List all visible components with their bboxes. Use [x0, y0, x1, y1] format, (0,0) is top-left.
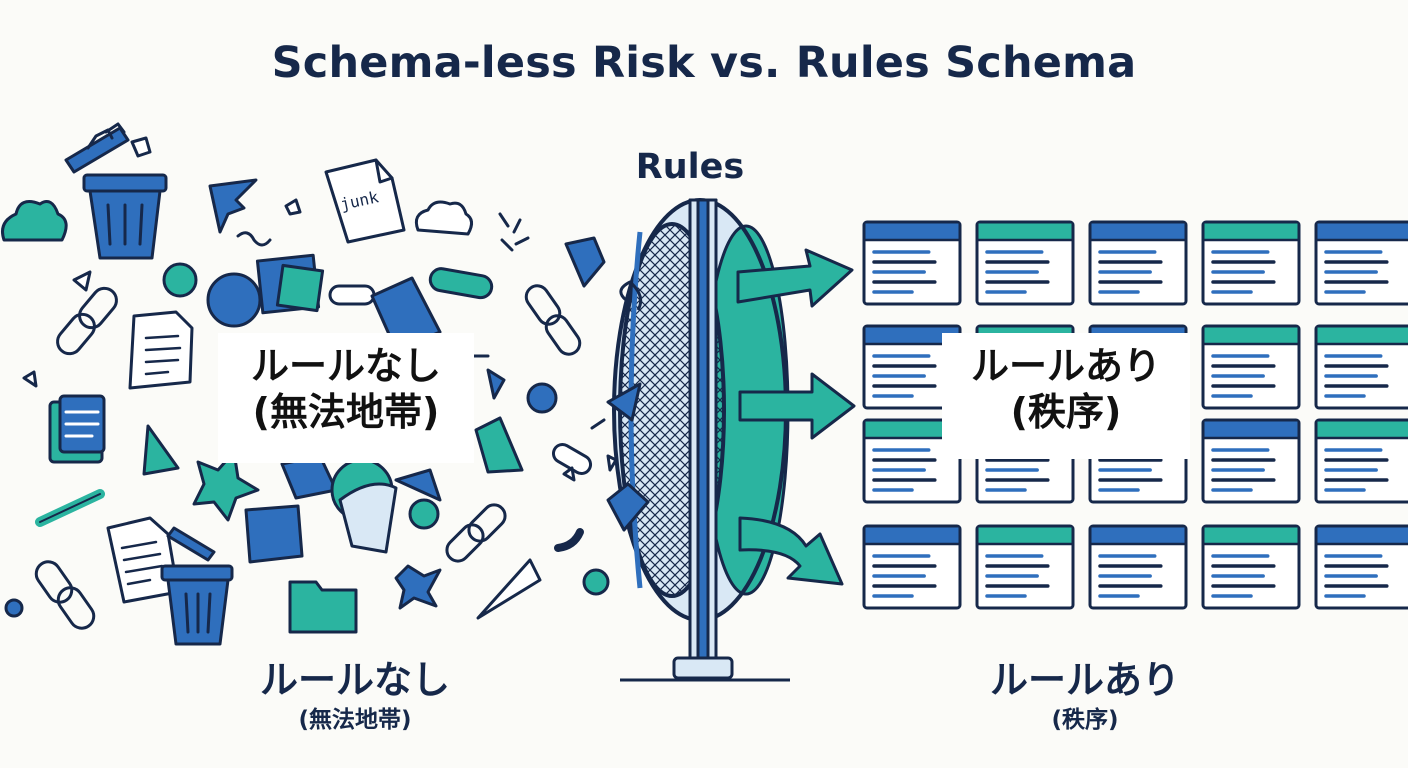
chain-link-icon	[445, 503, 507, 563]
gate-label: Rules	[635, 147, 745, 187]
record-card-icon	[975, 220, 1075, 306]
chain-link-icon	[56, 286, 118, 356]
document-icon: junk	[324, 158, 406, 244]
trash-icon	[64, 122, 168, 260]
left-caption-main: ルールなし	[259, 658, 450, 702]
record-card-icon	[975, 524, 1075, 610]
record-card-icon	[1201, 418, 1301, 504]
arrow-icon	[736, 248, 854, 308]
record-card-icon	[1314, 524, 1408, 610]
right-overlay-label: ルールあり (秩序)	[942, 333, 1190, 459]
cloud-icon	[414, 200, 473, 236]
page-title: Schema-less Risk vs. Rules Schema	[271, 38, 1137, 88]
cloud-icon	[1, 200, 68, 242]
trash-icon	[160, 526, 234, 646]
right-caption-sub: (秩序)	[1051, 707, 1119, 733]
filter-gate-icon	[606, 198, 790, 682]
chain-link-icon	[34, 560, 96, 630]
right-overlay-line1: ルールあり	[970, 344, 1161, 388]
left-caption: ルールなし (無法地帯)	[190, 657, 520, 737]
document-icon	[128, 310, 194, 390]
folder-icon	[48, 394, 106, 464]
record-card-icon	[1088, 524, 1188, 610]
left-overlay-line2: (無法地帯)	[252, 390, 440, 435]
right-caption: ルールあり (秩序)	[920, 657, 1250, 737]
record-card-icon	[1201, 324, 1301, 410]
chaos-cluster: junk	[1, 122, 618, 646]
record-card-icon	[862, 220, 962, 306]
record-card-icon	[1201, 524, 1301, 610]
document-icon	[106, 516, 180, 604]
right-caption-main: ルールあり	[989, 658, 1180, 702]
arrow-icon	[738, 372, 856, 440]
right-overlay-line2: (秩序)	[1010, 390, 1122, 435]
folder-icon	[288, 580, 358, 634]
flag-shard	[208, 178, 258, 234]
left-caption-sub: (無法地帯)	[298, 707, 412, 733]
record-card-icon	[1314, 220, 1408, 306]
record-card-icon	[1088, 220, 1188, 306]
record-card-icon	[1314, 418, 1408, 504]
record-card-icon	[862, 418, 962, 504]
record-card-icon	[1201, 220, 1301, 306]
record-card-icon	[862, 524, 962, 610]
record-card-icon	[1314, 324, 1408, 410]
record-card-icon	[862, 324, 962, 410]
left-overlay-label: ルールなし (無法地帯)	[218, 333, 474, 463]
chain-link-icon	[524, 284, 582, 356]
left-overlay-line1: ルールなし	[250, 344, 441, 388]
arrow-icon	[738, 516, 844, 586]
